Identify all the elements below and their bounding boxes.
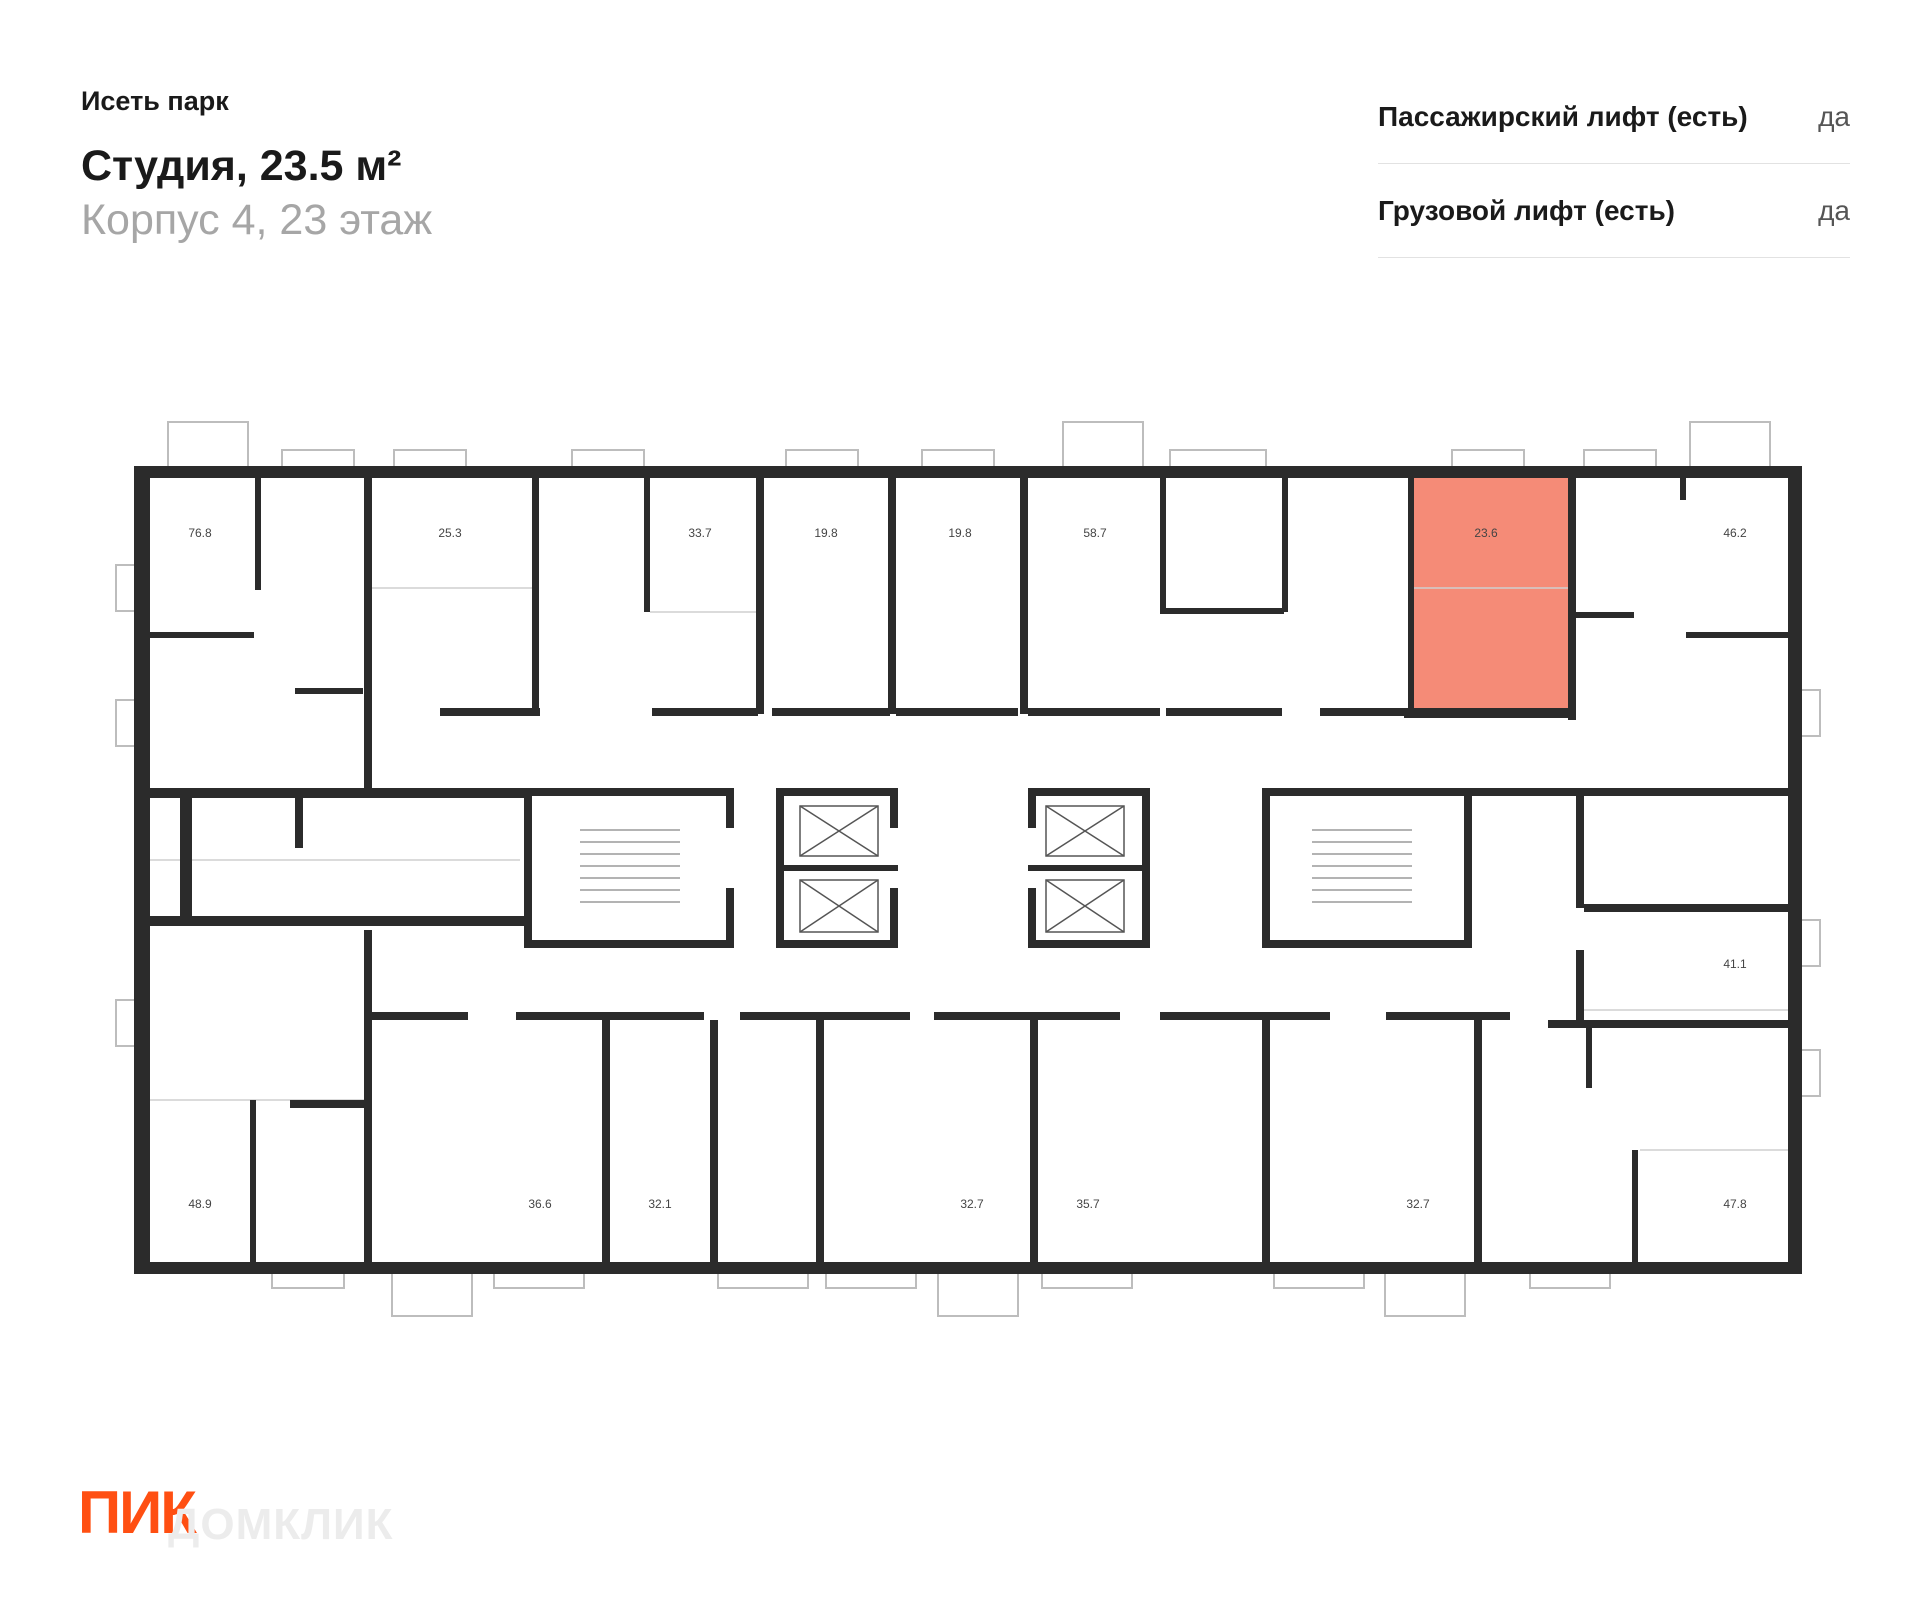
lift-cabins: [799, 805, 1125, 933]
area-label: 36.6: [528, 1197, 552, 1211]
area-label: 47.8: [1723, 1197, 1747, 1211]
area-label: 35.7: [1076, 1197, 1100, 1211]
area-label: 41.1: [1723, 957, 1747, 971]
area-label: 58.7: [1083, 526, 1107, 540]
spec-row-passenger-lift: Пассажирский лифт (есть) да: [1378, 70, 1850, 164]
area-label-highlighted: 23.6: [1474, 526, 1498, 540]
inner-lines: [150, 587, 1790, 1151]
apartment-subtitle: Корпус 4, 23 этаж: [81, 196, 433, 244]
area-label: 76.8: [188, 526, 212, 540]
spec-value: да: [1818, 194, 1850, 226]
pik-logo: ПИК: [78, 1479, 197, 1546]
domclick-watermark: ДОМКЛИК: [168, 1500, 394, 1549]
area-label: 48.9: [188, 1197, 212, 1211]
specs-table: Пассажирский лифт (есть) да Грузовой лиф…: [1378, 70, 1850, 258]
area-label: 33.7: [688, 526, 712, 540]
area-label: 32.7: [1406, 1197, 1430, 1211]
area-label: 46.2: [1723, 526, 1747, 540]
spec-label: Грузовой лифт (есть): [1378, 194, 1675, 226]
spec-value: да: [1818, 100, 1850, 132]
area-label: 25.3: [438, 526, 462, 540]
area-labels: 76.8 25.3 33.7 19.8 19.8 58.7 23.6 46.2 …: [188, 526, 1747, 1211]
area-label: 19.8: [814, 526, 838, 540]
spec-label: Пассажирский лифт (есть): [1378, 100, 1748, 132]
spec-row-freight-lift: Грузовой лифт (есть) да: [1378, 164, 1850, 258]
area-label: 19.8: [948, 526, 972, 540]
area-label: 32.7: [960, 1197, 984, 1211]
walls: [134, 466, 1802, 1274]
highlighted-apartment[interactable]: [1408, 470, 1568, 716]
area-label: 32.1: [648, 1197, 672, 1211]
apartment-title: Студия, 23.5 м²: [81, 142, 402, 190]
stairs: [580, 829, 1412, 903]
project-name: Исеть парк: [81, 86, 229, 116]
